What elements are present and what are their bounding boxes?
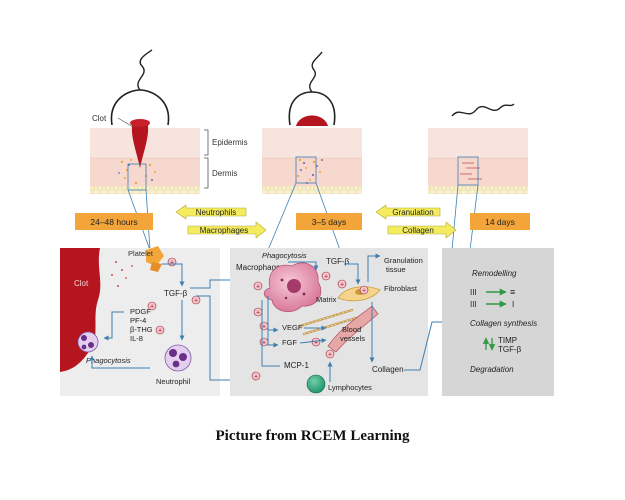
plus-circle-icon: + <box>259 321 269 331</box>
panel-inflammation: Clot Platelet + + + + TGF-β <box>60 246 290 396</box>
collagen-arrow <box>387 221 457 239</box>
fibre-type-triple: ≡ <box>510 287 515 297</box>
svg-text:+: + <box>362 288 366 295</box>
stage-badge-1 <box>75 213 153 230</box>
neutrophils-arrow-label: Neutrophils <box>196 208 236 217</box>
granulation-arrow <box>375 204 441 220</box>
fgf-label: FGF <box>282 338 297 347</box>
svg-text:+: + <box>262 324 266 331</box>
degradation-label: Degradation <box>470 365 514 374</box>
svg-text:+: + <box>328 352 332 359</box>
collagen-arrow-label: Collagen <box>402 226 434 235</box>
panel3-tgf-label: TGF-β <box>498 345 522 354</box>
panel-remodelling: Remodelling III ≡ III I Collagen synthes… <box>442 248 554 396</box>
epidermis-label: Epidermis <box>212 138 248 147</box>
stage-badge-3 <box>470 213 530 230</box>
neutrophil-label: Neutrophil <box>156 377 191 386</box>
svg-text:+: + <box>262 340 266 347</box>
clot-label: Clot <box>92 114 107 123</box>
svg-text:+: + <box>324 274 328 281</box>
remodelling-label: Remodelling <box>472 269 517 278</box>
plus-circle-icon: + <box>253 281 263 291</box>
panel2-tgf-label: TGF-β <box>326 257 350 266</box>
granulation-tissue-line1: Granulation <box>384 256 423 265</box>
svg-text:+: + <box>314 340 318 347</box>
blood-vessels-line1: Blood <box>342 325 361 334</box>
plus-circle-icon: + <box>311 337 321 347</box>
neutrophil-icon <box>164 344 192 372</box>
matrix-label: Matrix <box>316 295 337 304</box>
svg-text:+: + <box>194 298 198 305</box>
stage-badge-2 <box>296 213 362 230</box>
skin-section-stage2 <box>262 51 362 194</box>
svg-text:+: + <box>150 304 154 311</box>
dermis-label: Dermis <box>212 169 237 178</box>
plus-circle-icon: + <box>155 325 165 335</box>
fibre-type-i: I <box>512 300 514 309</box>
factor-pf4: PF-4 <box>130 316 146 325</box>
plus-circle-icon: + <box>147 301 157 311</box>
skin-section-stage3 <box>428 103 528 194</box>
panel1-tgf-label: TGF-β <box>164 289 188 298</box>
svg-text:+: + <box>256 284 260 291</box>
stage-label-1: 24–48 hours <box>90 217 137 227</box>
mcp-label: MCP-1 <box>284 361 309 370</box>
lymphocytes-label: Lymphocytes <box>328 383 372 392</box>
stage-label-2: 3–5 days <box>312 217 347 227</box>
plus-circle-icon: + <box>259 337 269 347</box>
plus-circle-icon: + <box>253 307 263 317</box>
up-down-arrows-icon <box>482 337 496 351</box>
timeline: 24–48 hours 3–5 days 14 days Neutrophils… <box>75 204 530 239</box>
blood-vessels-line2: vessels <box>340 334 365 343</box>
figure-caption: Picture from RCEM Learning <box>215 428 410 444</box>
svg-text:+: + <box>158 328 162 335</box>
granulation-arrow-label: Granulation <box>392 208 433 217</box>
fibroblast-label: Fibroblast <box>384 284 418 293</box>
svg-text:+: + <box>170 260 174 267</box>
timp-label: TIMP <box>498 336 517 345</box>
factor-bthg: β-THG <box>130 325 153 334</box>
stage-label-3: 14 days <box>485 217 515 227</box>
plus-circle-icon: + <box>321 271 331 281</box>
macrophages-arrow-label: Macrophages <box>200 226 248 235</box>
plus-circle-icon: + <box>325 349 335 359</box>
panel-proliferation: Phagocytosis Macrophage TGF-β Granulatio… <box>230 248 473 396</box>
platelet-icon <box>146 246 164 272</box>
panel2-collagen-label: Collagen <box>372 365 404 374</box>
factor-il8: IL-8 <box>130 334 143 343</box>
fibre-type-iii-b: III <box>470 300 477 309</box>
neutrophils-arrow <box>175 204 247 220</box>
lymphocyte-icon <box>306 374 326 394</box>
macrophage-icon <box>263 262 322 313</box>
panel1-phagocytosis-label: Phagocytosis <box>86 356 131 365</box>
plus-circle-icon: + <box>191 295 201 305</box>
macrophages-arrow <box>187 221 267 239</box>
svg-text:+: + <box>340 282 344 289</box>
panel2-phagocytosis-label: Phagocytosis <box>262 251 307 260</box>
svg-text:+: + <box>256 310 260 317</box>
plus-circle-icon: + <box>359 285 369 295</box>
skin-section-stage1: Clot Epidermis Dermis <box>90 49 248 194</box>
vegf-label: VEGF <box>282 323 303 332</box>
blood-vessel-icon <box>327 305 379 353</box>
macrophage-label: Macrophage <box>236 263 281 272</box>
plus-circle-icon: + <box>167 257 177 267</box>
granulation-tissue-line2: tissue <box>386 265 406 274</box>
platelet-label: Platelet <box>128 249 154 258</box>
svg-text:+: + <box>254 374 258 381</box>
fibre-type-iii-a: III <box>470 288 477 297</box>
panel1-clot-label: Clot <box>74 279 89 288</box>
factor-pdgf: PDGF <box>130 307 151 316</box>
plus-circle-icon: + <box>251 371 261 381</box>
collagen-synthesis-label: Collagen synthesis <box>470 319 537 328</box>
neutrophil-icon <box>77 331 99 353</box>
plus-circle-icon: + <box>337 279 347 289</box>
